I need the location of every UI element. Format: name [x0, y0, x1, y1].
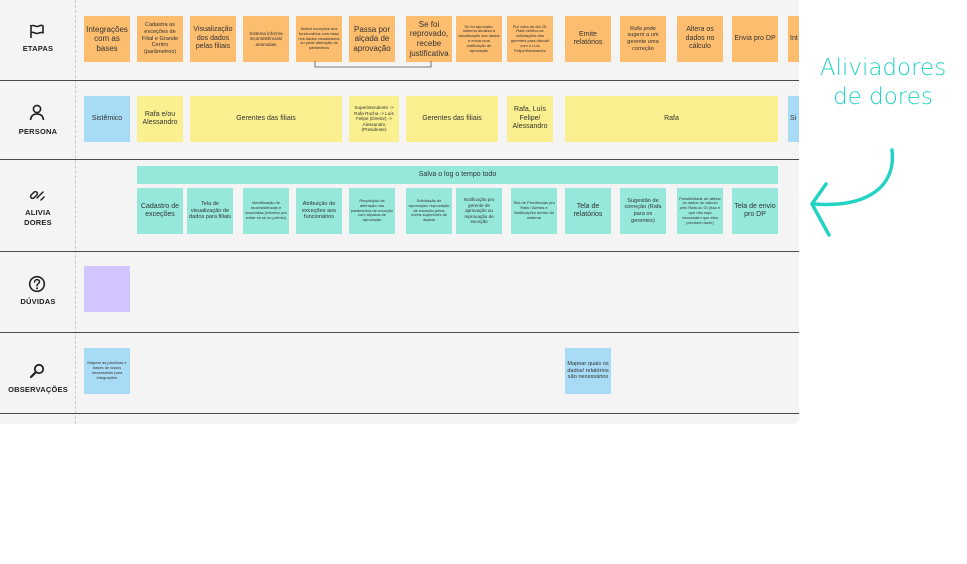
row-separator: [0, 413, 799, 414]
sticky-note-aliviador[interactable]: Tela de envio pro DP: [732, 188, 778, 234]
row-label-observacoes: OBSERVAÇÕES: [8, 385, 68, 394]
sticky-note-etapa[interactable]: Int: [788, 16, 799, 62]
sticky-note-aliviador[interactable]: Atribuição de exceções aos funcionários: [296, 188, 342, 234]
person-icon: [29, 104, 45, 121]
row-separator: [0, 332, 799, 333]
sticky-note-etapa[interactable]: Envia pro DP: [732, 16, 778, 62]
sticky-note-etapa[interactable]: Atribui exceções aos funcionários com ba…: [296, 16, 342, 62]
sticky-note-etapa[interactable]: Se foi aprovado, sistema atualiza a visu…: [456, 16, 502, 62]
lane-divider: [75, 0, 76, 424]
sticky-note-aliviador[interactable]: Cadastro de exceções: [137, 188, 183, 234]
sticky-note-etapa[interactable]: Passa por alçada de aprovação: [349, 16, 395, 62]
sticky-note-persona[interactable]: Rafa, Luís Felipe/ Alessandro: [507, 96, 553, 142]
sticky-note-aliviador[interactable]: Tela de Pendências pro Rafa / Alertas e …: [511, 188, 557, 234]
row-separator: [0, 159, 799, 160]
sticky-note-etapa[interactable]: Rafa pode sugerir a um gerente uma corre…: [620, 16, 666, 62]
row-label-etapas: ETAPAS: [22, 44, 54, 53]
sticky-note-etapa[interactable]: Sistema informa inconsistências/ anomali…: [243, 16, 289, 62]
sticky-note-etapa[interactable]: Altera os dados no cálculo: [677, 16, 723, 62]
sticky-note-aliviador[interactable]: Tela de relatórios: [565, 188, 611, 234]
annotation-text: Aliviadores de dores: [819, 55, 947, 110]
journey-board: ETAPAS PERSONA ALIVIA DORES DÚVIDAS OBSE…: [0, 0, 799, 424]
sticky-note-persona[interactable]: Si: [788, 96, 799, 142]
bandage-icon: [29, 190, 45, 201]
sticky-note-duvida[interactable]: [84, 266, 130, 312]
sticky-note-aliviador[interactable]: Identificação de inconsistências e anoma…: [243, 188, 289, 234]
group-bracket: [314, 61, 432, 68]
sticky-note-observacao[interactable]: Mapear as planilhas e bases de dados nec…: [84, 348, 130, 394]
row-label-persona: PERSONA: [18, 127, 58, 136]
sticky-note-persona[interactable]: Sistêmico: [84, 96, 130, 142]
sticky-note-persona[interactable]: Gerentes das filiais: [190, 96, 342, 142]
row-label-alivia-dores: ALIVIA DORES: [24, 208, 52, 227]
row-separator: [0, 251, 799, 252]
sticky-note-aliviador[interactable]: Solicitação de aprovação/ reprovação de …: [406, 188, 452, 234]
magnifier-icon: [29, 363, 45, 379]
sticky-note-etapa[interactable]: Integrações com as bases: [84, 16, 130, 62]
sticky-note-etapa[interactable]: Se foi reprovado, recebe justificativa: [406, 16, 452, 62]
sticky-note-aliviador[interactable]: Sugestão de correção (Rafa para os geren…: [620, 188, 666, 234]
sticky-note-persona[interactable]: Gerentes das filiais: [406, 96, 498, 142]
sticky-note-aliviador[interactable]: Notificação pro gerente de aprovação ou …: [456, 188, 502, 234]
sticky-note-persona[interactable]: Rafa e/ou Alessandro: [137, 96, 183, 142]
sticky-note-persona[interactable]: Rafa: [565, 96, 778, 142]
sticky-note-etapa[interactable]: Por volta do dia 25, Rafa verifica se so…: [507, 16, 553, 62]
sticky-note-etapa[interactable]: Visualização dos dados pelas filiais: [190, 16, 236, 62]
sticky-note-aliviador[interactable]: Requisição de alteração nos parâmetros d…: [349, 188, 395, 234]
sticky-note-etapa[interactable]: Cadastra as exceções de Filial e Grande …: [137, 16, 183, 62]
flag-icon: [30, 24, 44, 38]
row-separator: [0, 80, 799, 81]
question-icon: [28, 275, 46, 293]
sticky-note-observacao[interactable]: Mapear quais os dados/ relatórios são ne…: [565, 348, 611, 394]
sticky-note-aliviador[interactable]: Possibilidade de alterar os dados do cál…: [677, 188, 723, 234]
curved-arrow-icon: [810, 148, 895, 237]
sticky-note-etapa[interactable]: Emite relatórios: [565, 16, 611, 62]
sticky-note-aliviador[interactable]: Tela de visualização de dados para filia…: [187, 188, 233, 234]
banner-note[interactable]: Salva o log o tempo todo: [137, 166, 778, 184]
sticky-note-persona[interactable]: Superintendente -> Rafa Rocha -> Luís Fe…: [349, 96, 399, 142]
row-label-duvidas: DÚVIDAS: [20, 297, 56, 306]
